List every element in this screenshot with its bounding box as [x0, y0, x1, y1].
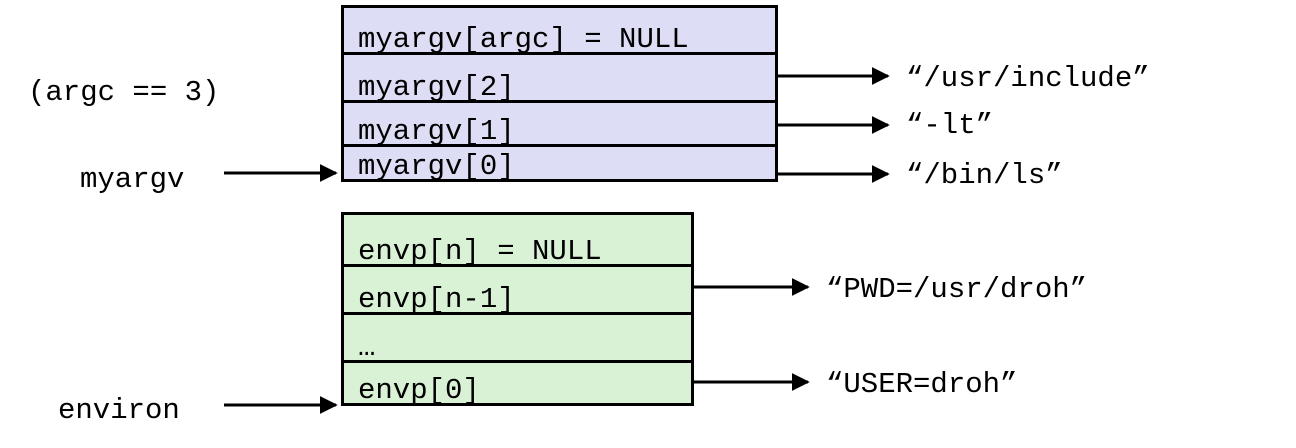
envp-cell-n-null: envp[n] = NULL [344, 215, 691, 264]
myargv-cell-label: myargv[0] [358, 150, 515, 179]
argv-string-2: “/usr/include” [906, 62, 1150, 95]
envp-cell-n-1: envp[n-1] [344, 264, 691, 312]
envp-cell-ellipsis: … [344, 312, 691, 360]
myargv-cell-label: myargv[argc] = NULL [358, 23, 689, 52]
argc-note: (argc == 3) [28, 76, 220, 109]
envp-array: envp[n] = NULL envp[n-1] … envp[0] [341, 212, 694, 406]
argv-string-1: “-lt” [906, 109, 994, 142]
environ-label: environ [58, 394, 180, 427]
myargv-label: myargv [80, 163, 185, 196]
myargv-cell-argc-null: myargv[argc] = NULL [344, 8, 775, 52]
myargv-array: myargv[argc] = NULL myargv[2] myargv[1] … [341, 5, 778, 182]
myargv-cell-2: myargv[2] [344, 52, 775, 100]
envp-cell-0: envp[0] [344, 360, 691, 403]
myargv-cell-0: myargv[0] [344, 144, 775, 179]
argv-string-0: “/bin/ls” [906, 159, 1063, 192]
myargv-cell-label: myargv[1] [358, 115, 515, 144]
envp-string-n-1: “PWD=/usr/droh” [826, 273, 1088, 306]
envp-string-0: “USER=droh” [826, 368, 1018, 401]
myargv-cell-label: myargv[2] [358, 71, 515, 100]
myargv-cell-1: myargv[1] [344, 100, 775, 144]
envp-cell-label: envp[n] = NULL [358, 235, 602, 264]
envp-cell-label: … [358, 331, 376, 360]
envp-cell-label: envp[n-1] [358, 283, 515, 312]
envp-cell-label: envp[0] [358, 374, 480, 403]
